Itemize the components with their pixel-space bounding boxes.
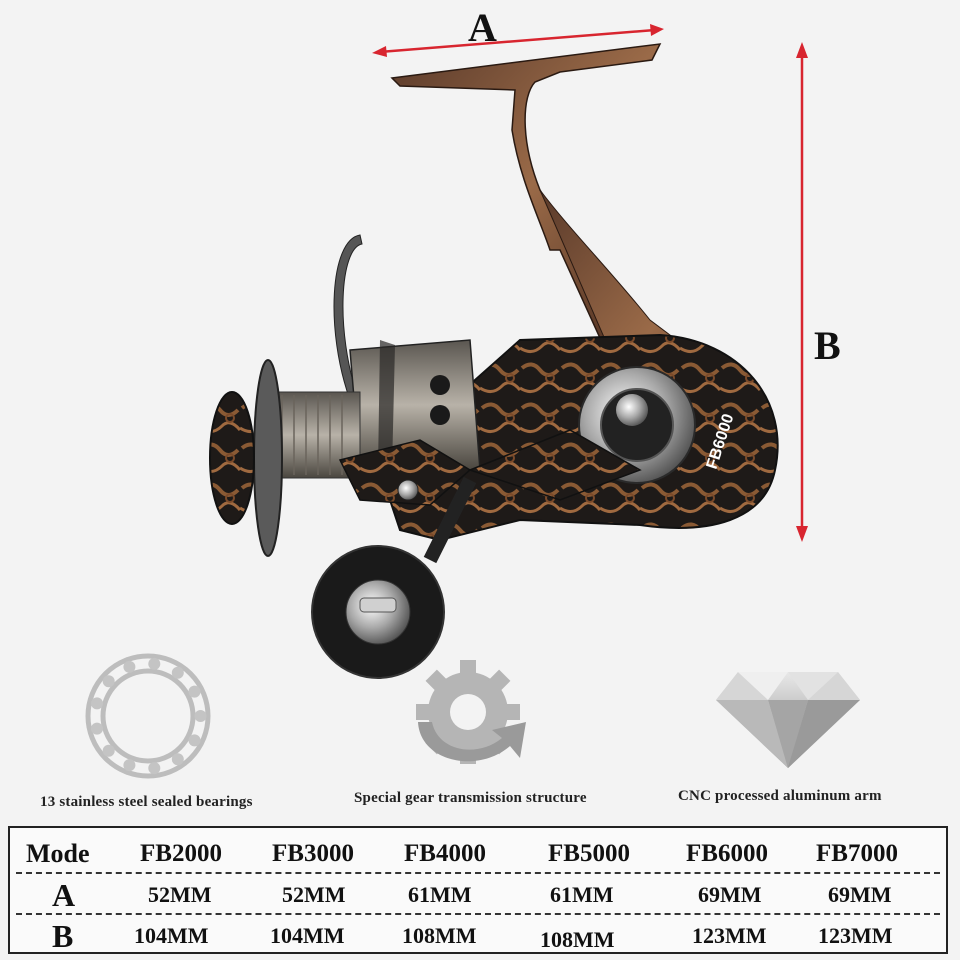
bearing-ball	[102, 744, 115, 757]
dimension-b-label: B	[814, 323, 841, 368]
bail-arm	[338, 439, 472, 506]
bearing-ball	[91, 697, 103, 710]
spec-table: Mode FB2000 FB3000 FB4000 FB5000 FB6000 …	[8, 826, 948, 954]
row-divider	[16, 913, 940, 915]
bearing-ball	[148, 762, 161, 775]
dimension-b-arrow	[796, 42, 808, 542]
spec-row-b: B 104MM 104MM 108MM 108MM 123MM 123MM	[10, 916, 946, 956]
spec-row-label: B	[52, 918, 74, 954]
feature-caption-arm: CNC processed aluminum arm	[678, 788, 882, 804]
bearing-ball	[171, 666, 184, 679]
spec-cell: 52MM	[148, 882, 212, 907]
bearing-ball	[91, 722, 103, 735]
spec-cell: 123MM	[692, 923, 767, 948]
dimension-a-label: A	[468, 5, 497, 50]
bearing-ball	[188, 685, 201, 698]
reel-handle	[311, 429, 642, 679]
spec-cell: 108MM	[402, 923, 477, 948]
spec-header-row: Mode FB2000 FB3000 FB4000 FB5000 FB6000 …	[10, 834, 946, 874]
feature-caption-bearings: 13 stainless steel sealed bearings	[40, 794, 253, 810]
spec-cell: 69MM	[828, 882, 892, 907]
bearing-ball	[123, 759, 136, 772]
bearing-ball	[188, 734, 201, 747]
spec-header-cell: FB6000	[686, 840, 768, 867]
bearing-ball	[171, 753, 184, 766]
spec-header-cell: FB2000	[140, 840, 222, 867]
spec-header-cell: FB4000	[404, 840, 486, 867]
spec-header-mode: Mode	[26, 839, 90, 868]
bearing-ball	[194, 710, 207, 722]
spec-cell: 52MM	[282, 882, 346, 907]
row-divider	[16, 872, 940, 874]
spec-cell: 61MM	[408, 882, 472, 907]
spec-header-cell: FB3000	[272, 840, 354, 867]
spec-cell: 61MM	[550, 882, 614, 907]
bearing-ball	[148, 657, 161, 670]
feature-caption-gear: Special gear transmission structure	[354, 790, 587, 806]
spec-cell: 69MM	[698, 882, 762, 907]
diamond-icon	[716, 672, 860, 768]
spec-header-cell: FB7000	[816, 840, 898, 867]
spool	[209, 359, 361, 557]
spec-cell: 108MM	[540, 927, 615, 952]
spec-header-cell: FB5000	[548, 840, 630, 867]
spec-cell: 104MM	[134, 923, 209, 948]
spec-cell: 123MM	[818, 923, 893, 948]
spec-row-label: A	[52, 877, 76, 913]
bearing-ring-icon	[85, 653, 211, 779]
bearing-ball	[102, 675, 115, 688]
dimension-a-arrow	[372, 24, 664, 57]
gear-transmission-icon	[416, 660, 526, 764]
spec-row-a: A 52MM 52MM 61MM 61MM 69MM 69MM	[10, 875, 946, 915]
bearing-ball	[123, 660, 136, 673]
spec-cell: 104MM	[270, 923, 345, 948]
